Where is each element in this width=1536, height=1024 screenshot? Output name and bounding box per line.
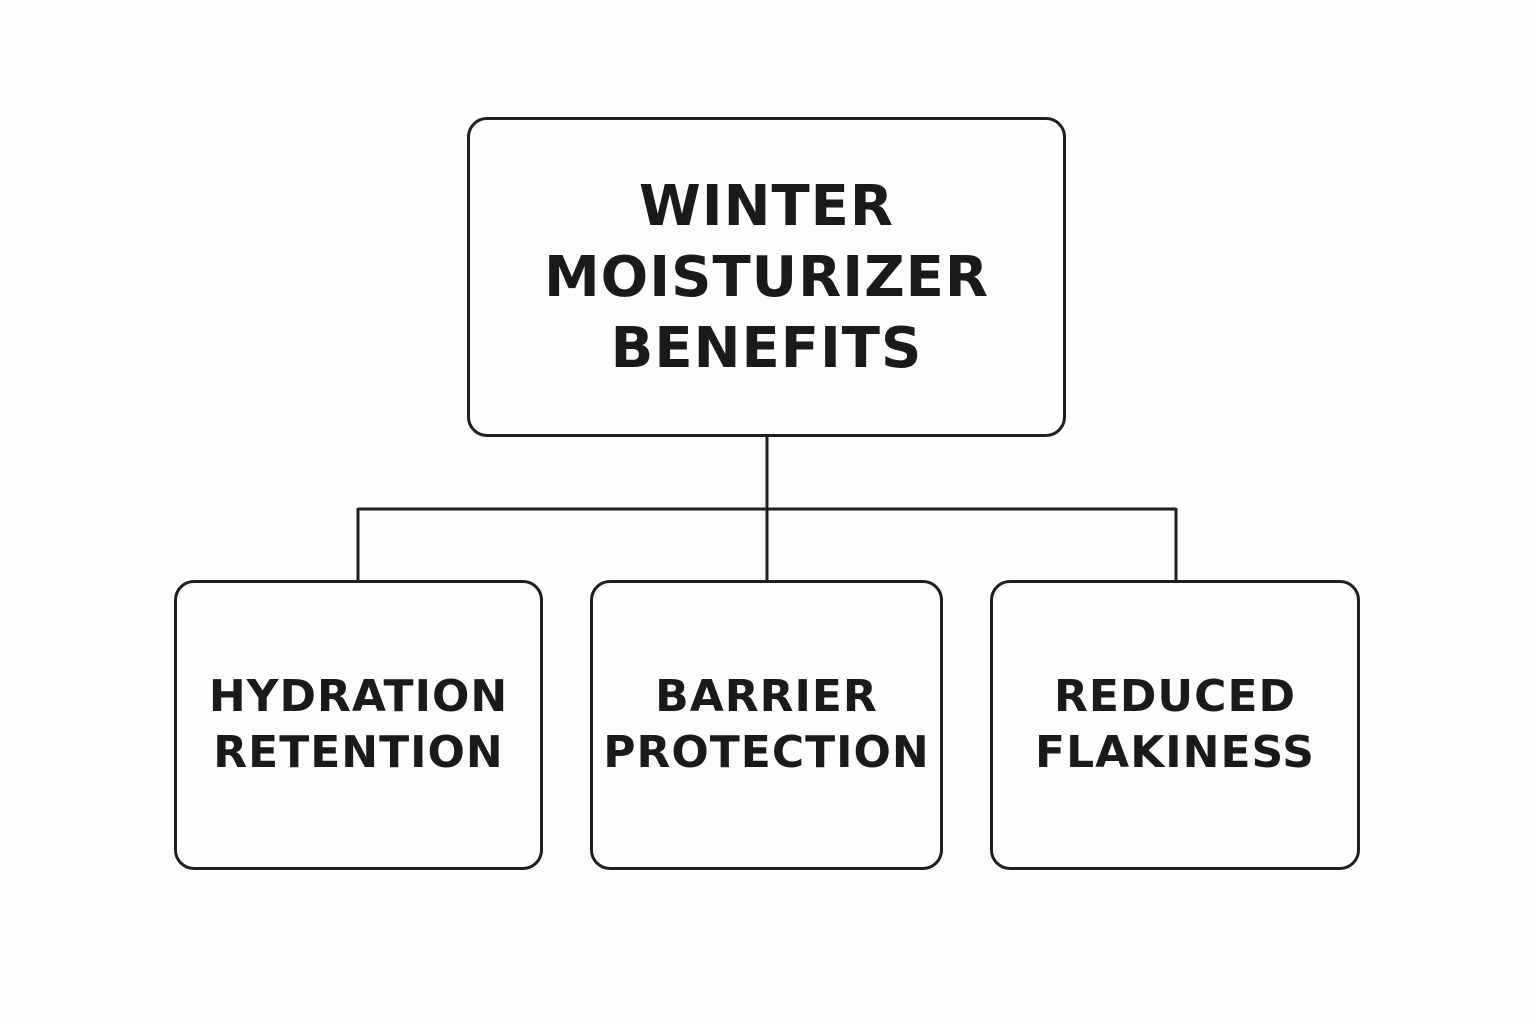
child-node-hydration-retention: HYDRATION RETENTION (174, 580, 543, 870)
child-node-2-line-2: PROTECTION (603, 727, 930, 778)
root-node-line-3: BENEFITS (610, 315, 923, 381)
child-node-1-line-1: HYDRATION (208, 671, 509, 722)
child-node-2-line-1: BARRIER (655, 671, 878, 722)
root-node-winter-moisturizer-benefits: WINTER MOISTURIZER BENEFITS (467, 117, 1066, 437)
child-node-reduced-flakiness: REDUCED FLAKINESS (990, 580, 1360, 870)
root-node-line-2: MOISTURIZER (543, 244, 990, 310)
child-node-barrier-protection: BARRIER PROTECTION (590, 580, 943, 870)
child-node-3-line-1: REDUCED (1053, 671, 1297, 722)
child-node-1-line-2: RETENTION (213, 727, 504, 778)
root-node-line-1: WINTER (638, 173, 895, 239)
child-node-3-line-2: FLAKINESS (1035, 727, 1315, 778)
